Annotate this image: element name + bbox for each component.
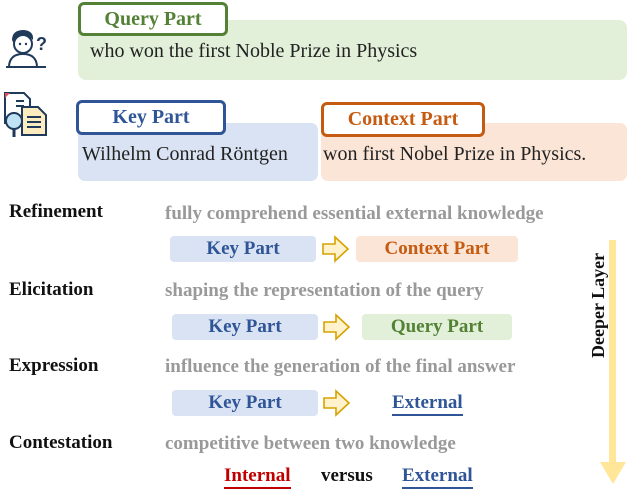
down-arrow-icon: [600, 462, 626, 491]
stage-elicitation-to: Query Part: [362, 314, 512, 340]
context-part-label: Context Part: [321, 102, 485, 137]
stage-elicitation-name: Elicitation: [9, 279, 94, 300]
stage-expression-to: External: [392, 392, 463, 416]
versus-label: versus: [321, 465, 373, 486]
document-search-icon: [2, 91, 48, 137]
stage-refinement-from: Key Part: [170, 236, 316, 262]
right-arrow-icon: [321, 234, 351, 264]
stage-elicitation-description: shaping the representation of the query: [165, 280, 484, 301]
stage-expression-from: Key Part: [172, 390, 318, 416]
stage-refinement-description: fully comprehend essential external know…: [165, 203, 544, 224]
stage-refinement-to: Context Part: [356, 236, 518, 262]
query-part-label: Query Part: [78, 2, 228, 36]
stage-contestation-description: competitive between two knowledge: [165, 433, 456, 454]
deeper-layer-axis: [609, 240, 616, 464]
svg-text:?: ?: [36, 34, 47, 54]
external-knowledge-label: External: [402, 465, 473, 489]
deeper-layer-label: Deeper Layer: [588, 252, 608, 358]
stage-contestation-name: Contestation: [9, 432, 113, 453]
right-arrow-icon: [322, 388, 352, 418]
stage-expression-description: influence the generation of the final an…: [165, 356, 516, 377]
query-text: who won the first Noble Prize in Physics: [90, 40, 418, 62]
stage-expression-name: Expression: [9, 355, 99, 376]
right-arrow-icon: [322, 312, 352, 342]
internal-knowledge-label: Internal: [224, 465, 291, 489]
key-part-label: Key Part: [76, 100, 226, 135]
key-text: Wilhelm Conrad Röntgen: [82, 143, 288, 165]
stage-elicitation-from: Key Part: [172, 314, 318, 340]
context-text: won first Nobel Prize in Physics.: [323, 143, 587, 165]
query-icon: ?: [4, 26, 48, 70]
stage-refinement-name: Refinement: [9, 201, 103, 222]
